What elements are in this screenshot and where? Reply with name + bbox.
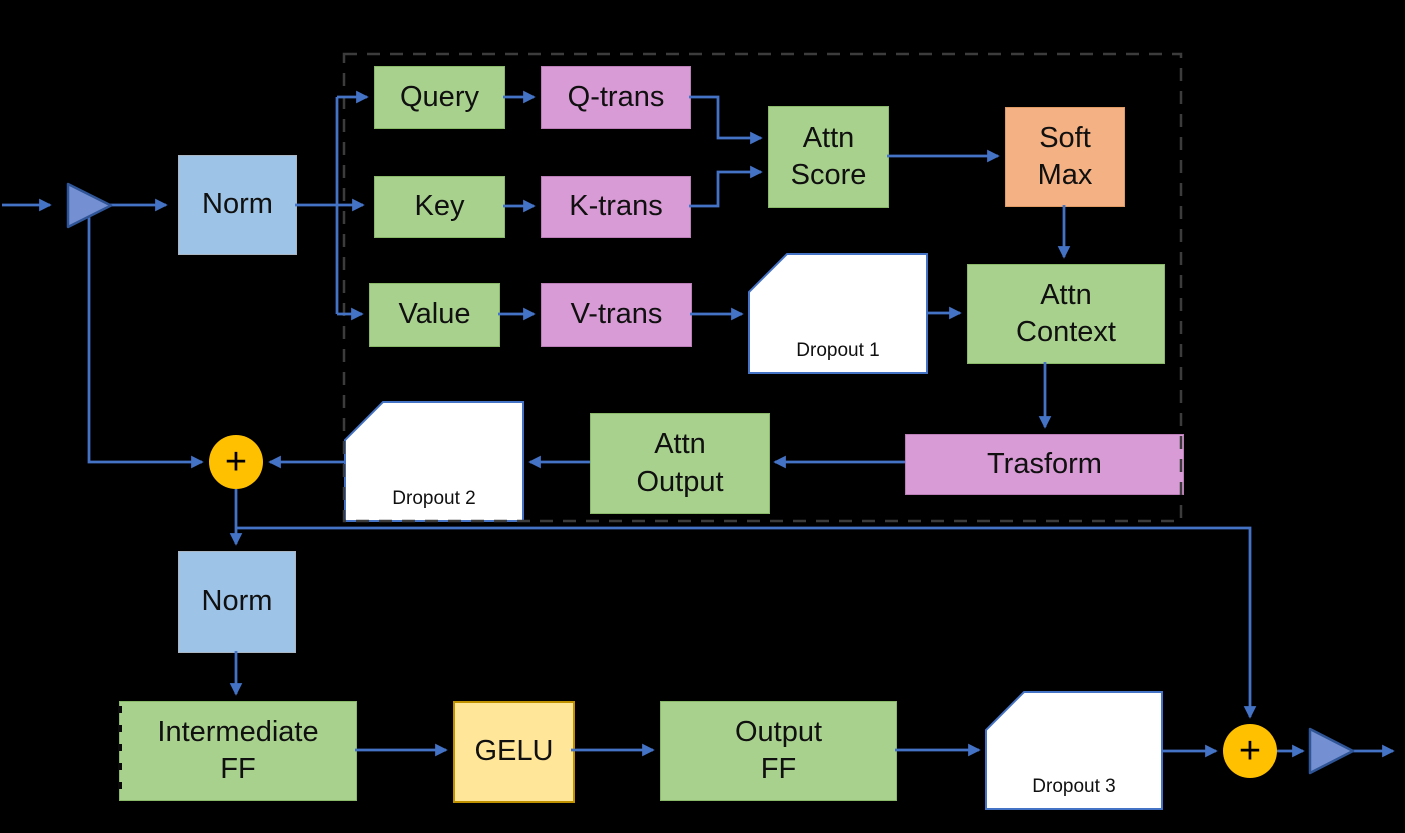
sum-node-1-label: + xyxy=(224,441,248,483)
sum-node-2: + xyxy=(1223,724,1277,778)
node-attn-context-label: Attn Context xyxy=(1016,278,1116,348)
node-trasform: Trasform xyxy=(905,434,1184,495)
node-gelu-label: GELU xyxy=(474,735,554,768)
node-intermediate-ff-label: Intermediate FF xyxy=(157,715,319,785)
node-norm-1-label: Norm xyxy=(202,188,273,221)
node-norm-2-label: Norm xyxy=(201,585,273,618)
node-attn-score-label: Attn Score xyxy=(790,121,867,191)
node-value-label: Value xyxy=(398,298,471,331)
node-soft-max-label: Soft Max xyxy=(1037,121,1093,191)
node-query: Query xyxy=(374,66,505,129)
node-norm-2: Norm xyxy=(178,551,296,653)
sum-node-2-label: + xyxy=(1238,730,1262,772)
dropout-1-label: Dropout 1 xyxy=(796,340,880,361)
node-soft-max: Soft Max xyxy=(1005,107,1125,207)
node-v-trans: V-trans xyxy=(541,283,692,347)
node-key: Key xyxy=(374,176,505,238)
node-query-label: Query xyxy=(400,80,479,113)
node-attn-score: Attn Score xyxy=(768,106,889,208)
edge-ktrans-to-attnscore xyxy=(689,165,763,208)
node-attn-output-label: Attn Output xyxy=(636,428,724,498)
node-norm-1: Norm xyxy=(178,155,297,255)
node-key-label: Key xyxy=(414,190,465,223)
dropout-3-label: Dropout 3 xyxy=(1032,776,1116,797)
edge-residual-2 xyxy=(236,526,1257,719)
node-intermediate-ff: Intermediate FF xyxy=(119,701,357,801)
node-gelu: GELU xyxy=(453,701,575,803)
node-output-ff-label: Output FF xyxy=(734,715,823,785)
input-flow-triangle-icon xyxy=(66,182,113,229)
node-attn-context: Attn Context xyxy=(967,264,1165,364)
node-q-trans-label: Q-trans xyxy=(567,80,665,113)
dropout-2-label: Dropout 2 xyxy=(392,488,476,509)
node-trasform-label: Trasform xyxy=(987,447,1102,480)
edge-qtrans-to-attnscore xyxy=(689,95,763,145)
node-k-trans-label: K-trans xyxy=(569,190,663,223)
node-value: Value xyxy=(369,283,500,347)
node-k-trans: K-trans xyxy=(541,176,691,238)
node-attn-output: Attn Output xyxy=(590,413,770,514)
output-flow-triangle-icon xyxy=(1308,727,1355,775)
node-output-ff: Output FF xyxy=(660,701,897,801)
node-q-trans: Q-trans xyxy=(541,66,691,129)
node-v-trans-label: V-trans xyxy=(570,298,663,331)
sum-node-1: + xyxy=(209,435,263,489)
